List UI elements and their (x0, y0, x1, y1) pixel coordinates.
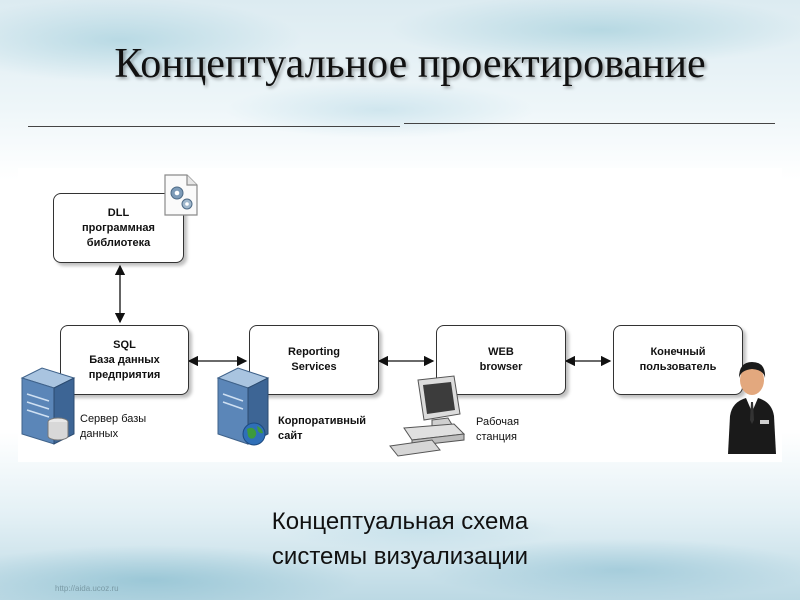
workstation-icon (389, 375, 466, 457)
title-divider-left (28, 126, 400, 127)
diagram-caption-line2: системы визуализации (271, 543, 529, 570)
background-top (0, 0, 800, 140)
corporate-site-label: Корпоративный сайт (278, 415, 367, 442)
dll-box-label: DLL программная библиотека (82, 206, 155, 249)
diagram-caption-line1: Концептуальная схема (271, 508, 529, 535)
dll-box: DLL программная библиотека (53, 193, 184, 263)
diagram-connectors (114, 264, 612, 367)
user-box-label: Конечный пользователь (639, 346, 717, 373)
title-divider-right (404, 123, 775, 124)
dll-gear-icon (164, 174, 198, 216)
sql-box-label: SQL База данных предприятия (88, 338, 161, 381)
db-server-label: Сервер базы данных (80, 413, 147, 440)
web-browser-box: WEB browser (436, 325, 566, 395)
slide-title: Концептуальное проектирование (114, 41, 706, 87)
web-box-label: WEB browser (479, 346, 523, 373)
workstation-label: Рабочая станция (476, 416, 520, 443)
sql-box: SQL База данных предприятия (60, 325, 189, 395)
database-server-icon (20, 367, 76, 445)
user-icon (728, 362, 776, 454)
reporting-services-box: Reporting Services (249, 325, 379, 395)
web-server-icon (216, 367, 270, 446)
footer-url: http://aida.ucoz.ru (55, 584, 119, 593)
concept-diagram: DLL программная библиотека SQL База данн… (18, 168, 782, 462)
end-user-box: Конечный пользователь (613, 325, 743, 395)
background-bottom (0, 470, 800, 600)
reporting-box-label: Reporting Services (288, 346, 340, 373)
